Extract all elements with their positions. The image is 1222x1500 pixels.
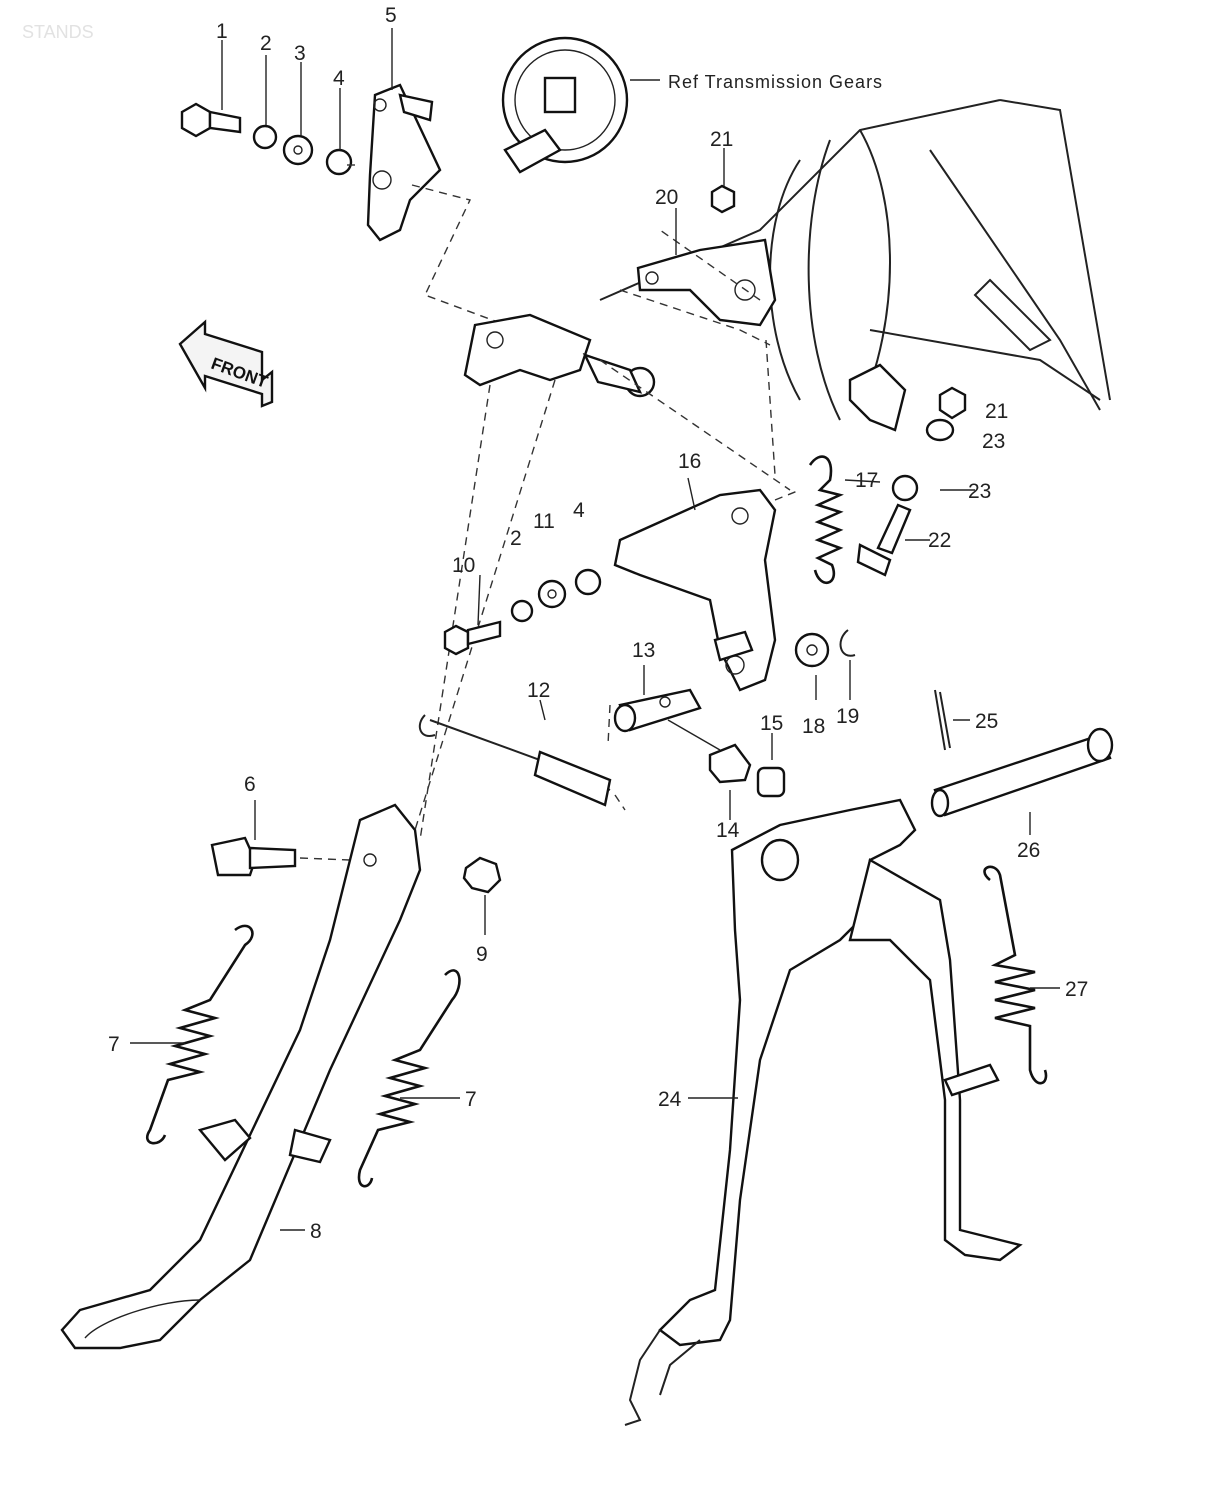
nut-part-9: [462, 856, 502, 894]
center-stand-part-24: [624, 798, 1023, 1426]
callout-20: 20: [655, 186, 678, 209]
bracket-part-20: [636, 184, 777, 327]
washer-part-2b: [510, 599, 534, 623]
nut-part-14: [708, 743, 752, 784]
callout-15: 15: [760, 712, 783, 735]
spring-part-27: [983, 865, 1048, 1085]
callout-19: 19: [836, 705, 859, 728]
callout-numbers: 1 2 3 4 5 21 20 21 23 16 17 23 2 11 4 10…: [108, 4, 1088, 1243]
collar-part-4b: [574, 568, 602, 596]
callout-18: 18: [802, 715, 825, 738]
upper-mount: [463, 313, 656, 398]
callout-7-left: 7: [108, 1033, 120, 1056]
callout-9: 9: [476, 943, 488, 966]
callout-4b: 4: [573, 499, 585, 522]
frame-plate: [848, 363, 967, 442]
rod-part-12: [418, 714, 612, 807]
pin-part-13: [613, 688, 702, 733]
bolt-part-22: [856, 503, 912, 577]
callout-1: 1: [216, 20, 228, 43]
collar-part-4: [325, 148, 353, 176]
callout-16: 16: [678, 450, 701, 473]
callout-5: 5: [385, 4, 397, 27]
bolt-part-1: [180, 102, 242, 138]
clip-part-19: [839, 629, 856, 657]
callout-6: 6: [244, 773, 256, 796]
callout-13: 13: [632, 639, 655, 662]
spring-part-7-left: [146, 924, 254, 1145]
callout-3: 3: [294, 42, 306, 65]
spring-part-17: [808, 455, 844, 584]
callout-24: 24: [658, 1088, 682, 1111]
callout-27: 27: [1065, 978, 1088, 1001]
callout-14: 14: [716, 819, 740, 842]
front-arrow-badge: FRONT: [178, 319, 274, 408]
callout-7-right: 7: [465, 1088, 477, 1111]
spring-part-7-right: [357, 969, 461, 1188]
sprocket: [501, 36, 660, 174]
callout-2b: 2: [510, 527, 522, 550]
callout-21-right: 21: [985, 400, 1008, 423]
bracket-part-5: [366, 83, 442, 242]
cotter-pin-part-25: [934, 689, 951, 751]
page-title: STANDS: [22, 22, 94, 42]
washer-part-11: [537, 579, 567, 609]
callout-25: 25: [975, 710, 998, 733]
washer-part-2: [252, 124, 278, 150]
callout-11: 11: [533, 510, 555, 533]
bolt-part-10: [443, 620, 502, 656]
bolt-part-6: [210, 836, 297, 877]
callout-4: 4: [333, 67, 345, 90]
nut-part-21: [710, 184, 736, 214]
callout-8: 8: [310, 1220, 322, 1243]
reference-note: Ref Transmission Gears: [668, 72, 883, 92]
bracket-part-16: [613, 488, 777, 692]
side-stand-part-8: [60, 803, 422, 1350]
callout-21-top: 21: [710, 128, 733, 151]
callout-12: 12: [527, 679, 550, 702]
callout-23: 23: [968, 480, 991, 503]
callout-26: 26: [1017, 839, 1040, 862]
collar-part-15: [756, 766, 786, 798]
callout-22: 22: [928, 529, 951, 552]
callout-2: 2: [260, 32, 272, 55]
washer-part-23: [891, 474, 919, 502]
callout-17: 17: [855, 469, 878, 492]
leader-lines: [130, 28, 1060, 1231]
washer-part-18: [794, 632, 830, 668]
washer-part-3: [282, 134, 314, 166]
pivot-pin-part-26: [930, 727, 1114, 818]
callout-23-right: 23: [982, 430, 1005, 453]
callout-10: 10: [452, 554, 475, 577]
